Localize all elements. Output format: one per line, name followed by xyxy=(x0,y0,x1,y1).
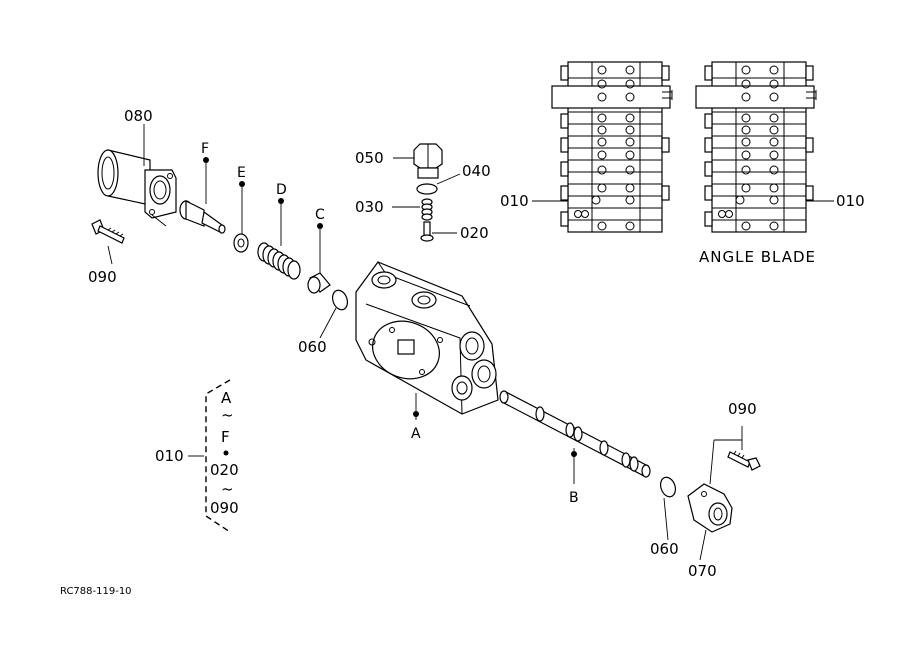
letter-A: A xyxy=(411,426,421,442)
leader-lines xyxy=(107,124,743,561)
part-080-spring-cover xyxy=(97,149,177,227)
assembly-bracket xyxy=(205,379,231,533)
label-030: 030 xyxy=(355,198,384,216)
leader-dots xyxy=(203,157,577,457)
letter-C: C xyxy=(315,207,325,223)
part-090-bolt-left xyxy=(91,219,125,244)
part-070-spool-cap xyxy=(687,483,733,533)
letter-F: F xyxy=(201,141,209,157)
part-060-o-ring-left xyxy=(331,289,349,311)
drawing-code: RC788-119-10 xyxy=(60,586,132,597)
label-040: 040 xyxy=(462,162,491,180)
letter-E: E xyxy=(237,165,246,181)
part-E-washer xyxy=(233,233,249,253)
label-060-left: 060 xyxy=(298,338,327,356)
bracket-line-6: 090 xyxy=(210,499,239,517)
label-010-top-left: 010 xyxy=(500,192,529,210)
label-020: 020 xyxy=(460,224,489,242)
part-B-spool xyxy=(499,390,651,478)
bracket-line-1: A xyxy=(221,389,232,407)
bracket-line-5: ~ xyxy=(221,480,234,498)
part-D-spring xyxy=(257,242,301,280)
valve-stack-left xyxy=(551,61,673,233)
label-060-right: 060 xyxy=(650,540,679,558)
letter-D: D xyxy=(276,182,287,198)
part-060-o-ring-right xyxy=(659,476,677,498)
label-010-bracket: 010 xyxy=(155,447,184,465)
label-070: 070 xyxy=(688,562,717,580)
bracket-line-3: F xyxy=(221,428,230,446)
part-A-valve-housing xyxy=(355,261,499,415)
label-050: 050 xyxy=(355,149,384,167)
part-F-spring-seat xyxy=(179,200,226,234)
part-090-bolt-right xyxy=(727,450,761,471)
bracket-line-2: ~ xyxy=(221,406,234,424)
caption-angle-blade: ANGLE BLADE xyxy=(699,248,816,266)
label-080: 080 xyxy=(124,107,153,125)
part-040-o-ring xyxy=(416,183,438,195)
part-C-spring-seat xyxy=(307,272,331,294)
valve-stack-right xyxy=(695,61,817,233)
letter-B: B xyxy=(569,490,579,506)
label-090-right: 090 xyxy=(728,400,757,418)
part-050-plug xyxy=(413,143,443,179)
label-010-top-right: 010 xyxy=(836,192,865,210)
bracket-line-4: 020 xyxy=(210,461,239,479)
part-020-poppet xyxy=(420,221,434,242)
part-030-spring xyxy=(421,198,433,221)
label-090-left: 090 xyxy=(88,268,117,286)
